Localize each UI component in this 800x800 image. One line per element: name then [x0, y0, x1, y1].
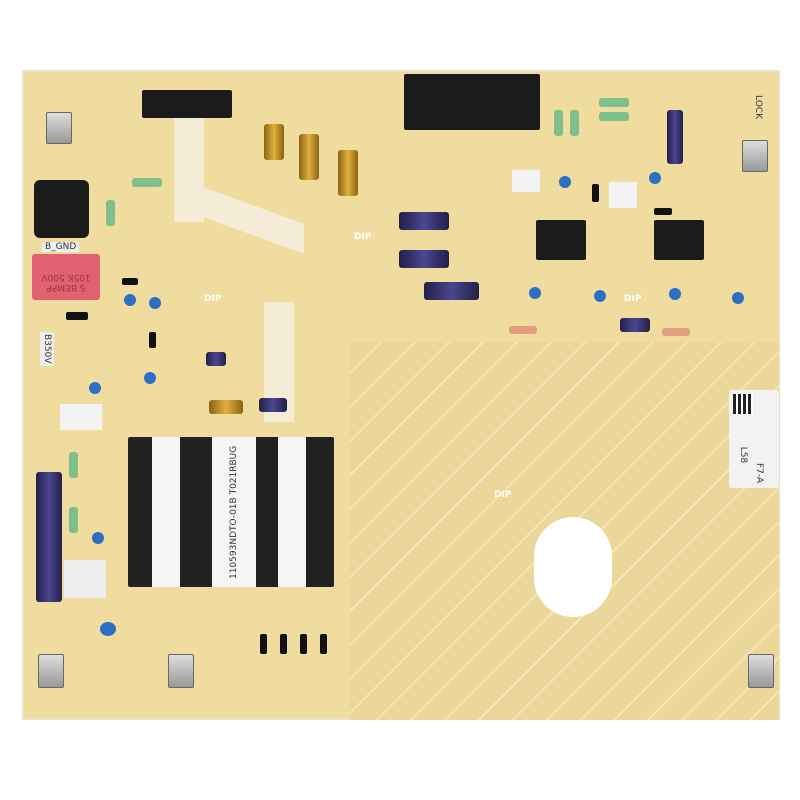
diode [149, 332, 156, 348]
diode [260, 634, 267, 654]
electrolytic-capacitor [667, 110, 683, 164]
resistor [554, 110, 563, 136]
diode [122, 278, 138, 285]
dip-label: DIP [624, 294, 642, 304]
dip-label: DIP [494, 490, 512, 500]
electrolytic-capacitor [399, 212, 449, 230]
connector [404, 74, 540, 130]
electrolytic-capacitor [209, 400, 243, 414]
resistor [69, 452, 78, 478]
ceramic-capacitor [649, 172, 661, 184]
electrolytic-capacitor [620, 318, 650, 332]
ceramic-capacitor [594, 290, 606, 302]
resistor [599, 112, 629, 121]
film-capacitor-white [64, 560, 106, 598]
ceramic-capacitor [732, 292, 744, 304]
electrolytic-capacitor [299, 134, 319, 180]
ceramic-capacitor [149, 297, 161, 309]
ceramic-capacitor [124, 294, 136, 306]
resistor [69, 507, 78, 533]
mounting-clip [38, 654, 64, 688]
transformer-label: 110593ND TO-01B T021RBUG [212, 437, 256, 587]
resistor [132, 178, 162, 187]
diode [320, 634, 327, 654]
ceramic-capacitor [144, 372, 156, 384]
film-capacitor: S BEMPP 105K 500V [32, 254, 100, 300]
electrolytic-capacitor [264, 124, 284, 160]
resistor [509, 326, 537, 334]
ceramic-capacitor [89, 382, 101, 394]
film-capacitor-white [60, 404, 102, 430]
electrolytic-capacitor [399, 250, 449, 268]
ceramic-capacitor [100, 622, 116, 636]
ceramic-capacitor [92, 532, 104, 544]
product-label: L58 F7-A [729, 390, 779, 488]
diode [592, 184, 599, 202]
film-capacitor-white [609, 182, 637, 208]
transformer: 110593ND TO-01B T021RBUG [128, 437, 334, 587]
label-line2: F7-A [754, 462, 765, 484]
connector [142, 90, 232, 118]
transformer-tape [278, 437, 306, 587]
relay [536, 220, 586, 260]
electrolytic-capacitor [424, 282, 479, 300]
transformer-tape [152, 437, 180, 587]
transformer-line2: TO-01B T021RBUG [229, 445, 239, 531]
electrolytic-capacitor [338, 150, 358, 196]
relay [654, 220, 704, 260]
mounting-clip [742, 140, 768, 172]
diode [280, 634, 287, 654]
resistor [662, 328, 690, 336]
b350v-label: B350V [40, 332, 54, 366]
film-cap-line1: S BEMPP [46, 282, 86, 292]
resistor [106, 200, 115, 226]
ceramic-capacitor [559, 176, 571, 188]
mounting-clip [168, 654, 194, 688]
ceramic-capacitor [529, 287, 541, 299]
resistor [570, 110, 579, 136]
transformer-line1: 110593ND [229, 530, 239, 579]
film-capacitor-white [512, 170, 540, 192]
film-cap-line2: 105K 500V [41, 272, 91, 282]
resistor [599, 98, 629, 107]
pcb-board: B_GND S BEMPP 105K 500V B350V LOCK 11059… [22, 70, 780, 720]
electrolytic-capacitor [259, 398, 287, 412]
label-line1: L58 [738, 446, 749, 464]
qr-code [733, 394, 753, 414]
inductor [34, 180, 89, 238]
lock-label: LOCK [752, 95, 763, 119]
diode [654, 208, 672, 215]
dip-label: DIP [354, 232, 372, 242]
dip-label: DIP [204, 294, 222, 304]
board-cutout [534, 517, 612, 617]
diode [66, 312, 88, 320]
bulk-capacitor [36, 472, 62, 602]
diode [300, 634, 307, 654]
ceramic-capacitor [669, 288, 681, 300]
electrolytic-capacitor [206, 352, 226, 366]
mounting-clip [46, 112, 72, 144]
bgnd-label: B_GND [42, 242, 80, 252]
silk-trace [184, 180, 304, 254]
mounting-clip [748, 654, 774, 688]
